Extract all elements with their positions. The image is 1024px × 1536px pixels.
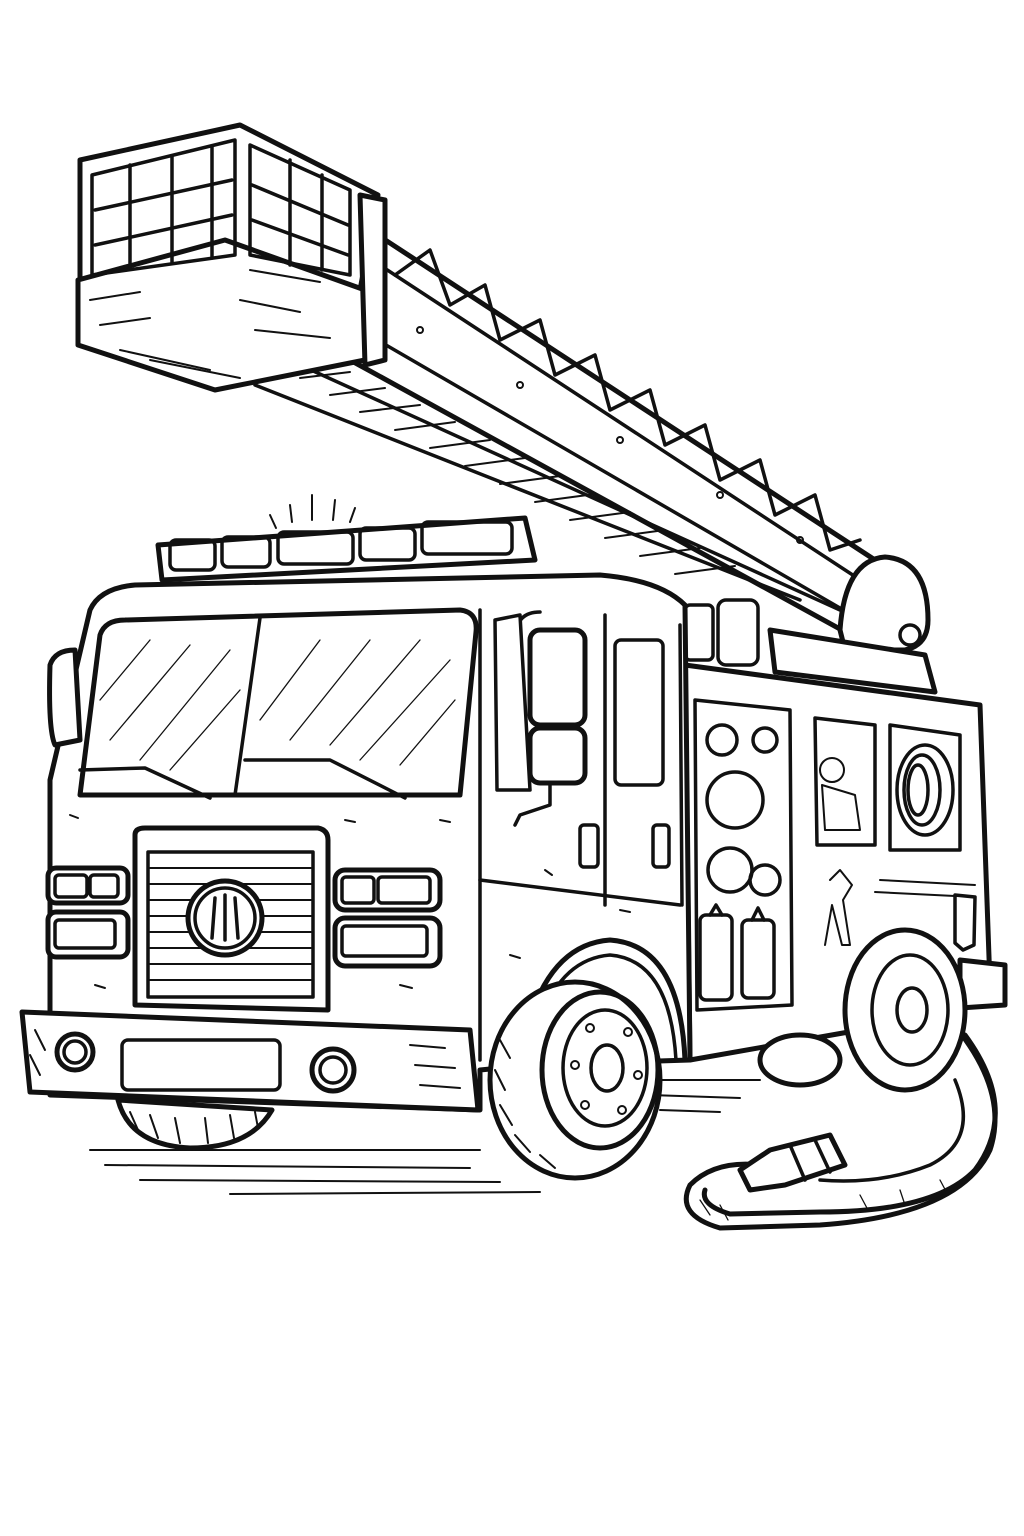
front-wheel-left bbox=[115, 1097, 275, 1151]
front-wheel-right bbox=[487, 937, 688, 1181]
ground-strokes bbox=[89, 1079, 761, 1195]
ladder-bucket bbox=[75, 122, 388, 393]
aerial-ladder bbox=[253, 227, 931, 653]
truck-cab bbox=[19, 494, 693, 1113]
fire-hose bbox=[683, 1017, 998, 1231]
rear-wheel bbox=[757, 927, 968, 1093]
